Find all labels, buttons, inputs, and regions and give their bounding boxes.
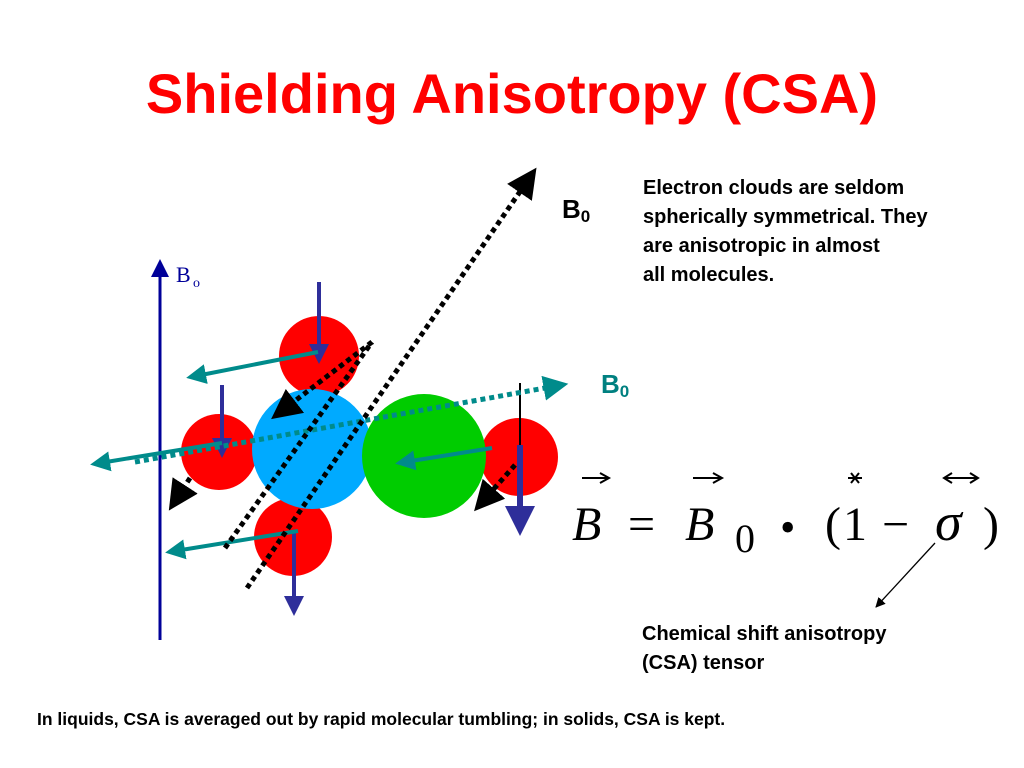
tensor-marker-one bbox=[848, 472, 862, 484]
csa-tensor-label: Chemical shift anisotropy (CSA) tensor bbox=[642, 620, 982, 678]
teal-arrow-top bbox=[186, 350, 319, 384]
green-atom bbox=[362, 394, 486, 518]
black-dotted-line-short bbox=[222, 340, 375, 550]
vector-arrow-b bbox=[582, 472, 612, 484]
equation-sigma: σ bbox=[935, 492, 964, 552]
dotted-arrowhead-top-left bbox=[271, 340, 374, 420]
dotted-arrowhead-right bbox=[474, 463, 517, 512]
footer-note: In liquids, CSA is averaged out by rapid… bbox=[37, 709, 726, 729]
equation-b-subscript: 0 bbox=[735, 516, 755, 561]
b0-main-letter: B bbox=[562, 194, 581, 224]
equation-dot: • bbox=[780, 503, 795, 552]
tensor-arrow-sigma bbox=[942, 472, 980, 484]
b0-tilted-label: B0 bbox=[601, 369, 630, 401]
csa-label-line: Chemical shift anisotropy bbox=[642, 623, 887, 645]
description-line: all molecules. bbox=[643, 264, 775, 286]
teal-arrow-left bbox=[90, 441, 223, 472]
equation-minus: − bbox=[882, 498, 909, 551]
b0-main-label: B0 bbox=[562, 194, 591, 226]
description-text: Electron clouds are seldom spherically s… bbox=[643, 174, 1018, 290]
tensor-pointer-line bbox=[875, 542, 936, 608]
teal-arrow-bottom bbox=[165, 529, 299, 560]
dotted-arrowhead-bottom-left bbox=[168, 476, 198, 511]
teal-arrow-green bbox=[395, 446, 493, 471]
description-line: Electron clouds are seldom bbox=[643, 177, 905, 199]
csa-label-line: (CSA) tensor bbox=[642, 652, 765, 674]
b0-axis-letter: B bbox=[176, 262, 191, 287]
csa-equation: B = B 0 • ( 1 − σ ) bbox=[572, 472, 999, 561]
equation-b: B bbox=[685, 498, 714, 551]
b0-main-subscript: 0 bbox=[580, 207, 591, 226]
equation-close-paren: ) bbox=[983, 498, 999, 551]
blue-atom bbox=[252, 389, 372, 509]
b0-axis-label: B o bbox=[176, 262, 200, 291]
equation-equals: = bbox=[628, 498, 655, 551]
b0-axis-subscript: o bbox=[193, 276, 200, 291]
equation-one: 1 bbox=[843, 498, 867, 551]
description-line: spherically symmetrical. They bbox=[643, 206, 928, 228]
b0-tilted-subscript: 0 bbox=[619, 382, 630, 401]
black-dotted-line-long bbox=[244, 167, 537, 590]
b0-tilted-letter: B bbox=[601, 369, 620, 399]
slide-title: Shielding Anisotropy (CSA) bbox=[145, 62, 879, 125]
equation-lhs-b: B bbox=[572, 498, 601, 551]
vector-arrow-b0 bbox=[693, 472, 725, 484]
equation-open-paren: ( bbox=[825, 498, 841, 551]
description-line: are anisotropic in almost bbox=[643, 235, 880, 257]
